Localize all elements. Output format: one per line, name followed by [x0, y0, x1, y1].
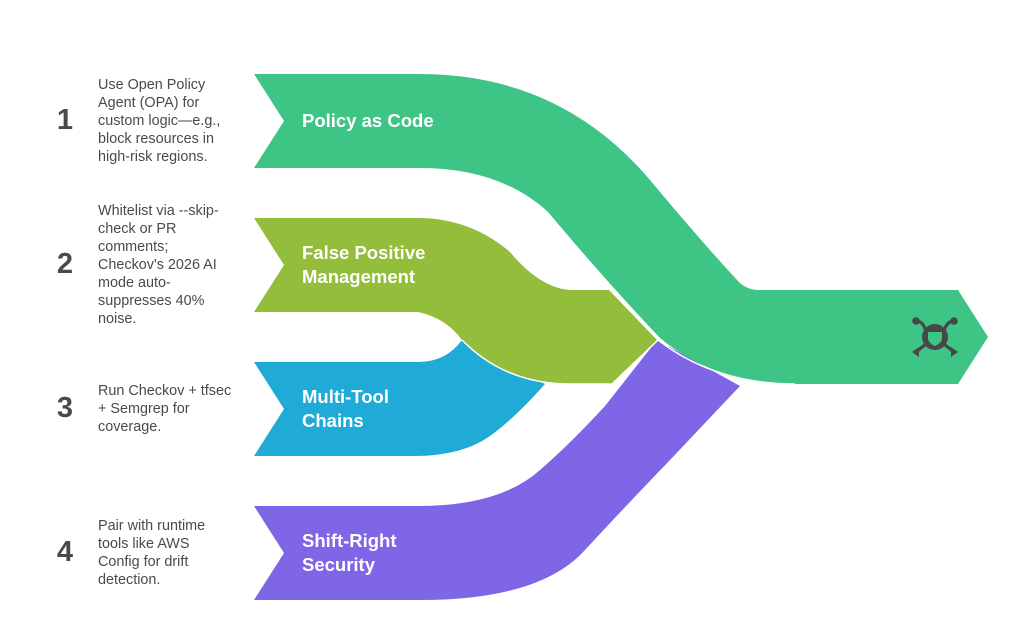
band-policy-as-code — [254, 74, 988, 384]
band-label-multi-tool-chains: Multi-Tool Chains — [302, 386, 389, 431]
step-description: Run Checkov + tfsec + Semgrep for covera… — [98, 383, 232, 435]
band-shift-right-security — [254, 340, 740, 600]
separator-line — [461, 339, 612, 385]
separator-line — [657, 339, 796, 385]
band-label-shift-right-security: Shift-Right Security — [302, 530, 397, 575]
step-description: Use Open Policy Agent (OPA) for custom l… — [98, 77, 221, 165]
band-false-positive-management — [254, 218, 658, 384]
step-description: Whitelist via --skip- check or PR commen… — [98, 203, 219, 327]
step-number: 2 — [56, 248, 74, 280]
step-number: 3 — [56, 392, 74, 424]
step-number: 4 — [56, 536, 74, 568]
band-label-false-positive-management: False Positive Management — [302, 242, 426, 287]
band-label-policy-as-code: Policy as Code — [302, 110, 434, 131]
shield-network-icon — [912, 317, 958, 357]
step-number: 1 — [56, 104, 74, 136]
band-multi-tool-chains — [254, 340, 545, 456]
step-description: Pair with runtime tools like AWS Config … — [98, 518, 206, 588]
